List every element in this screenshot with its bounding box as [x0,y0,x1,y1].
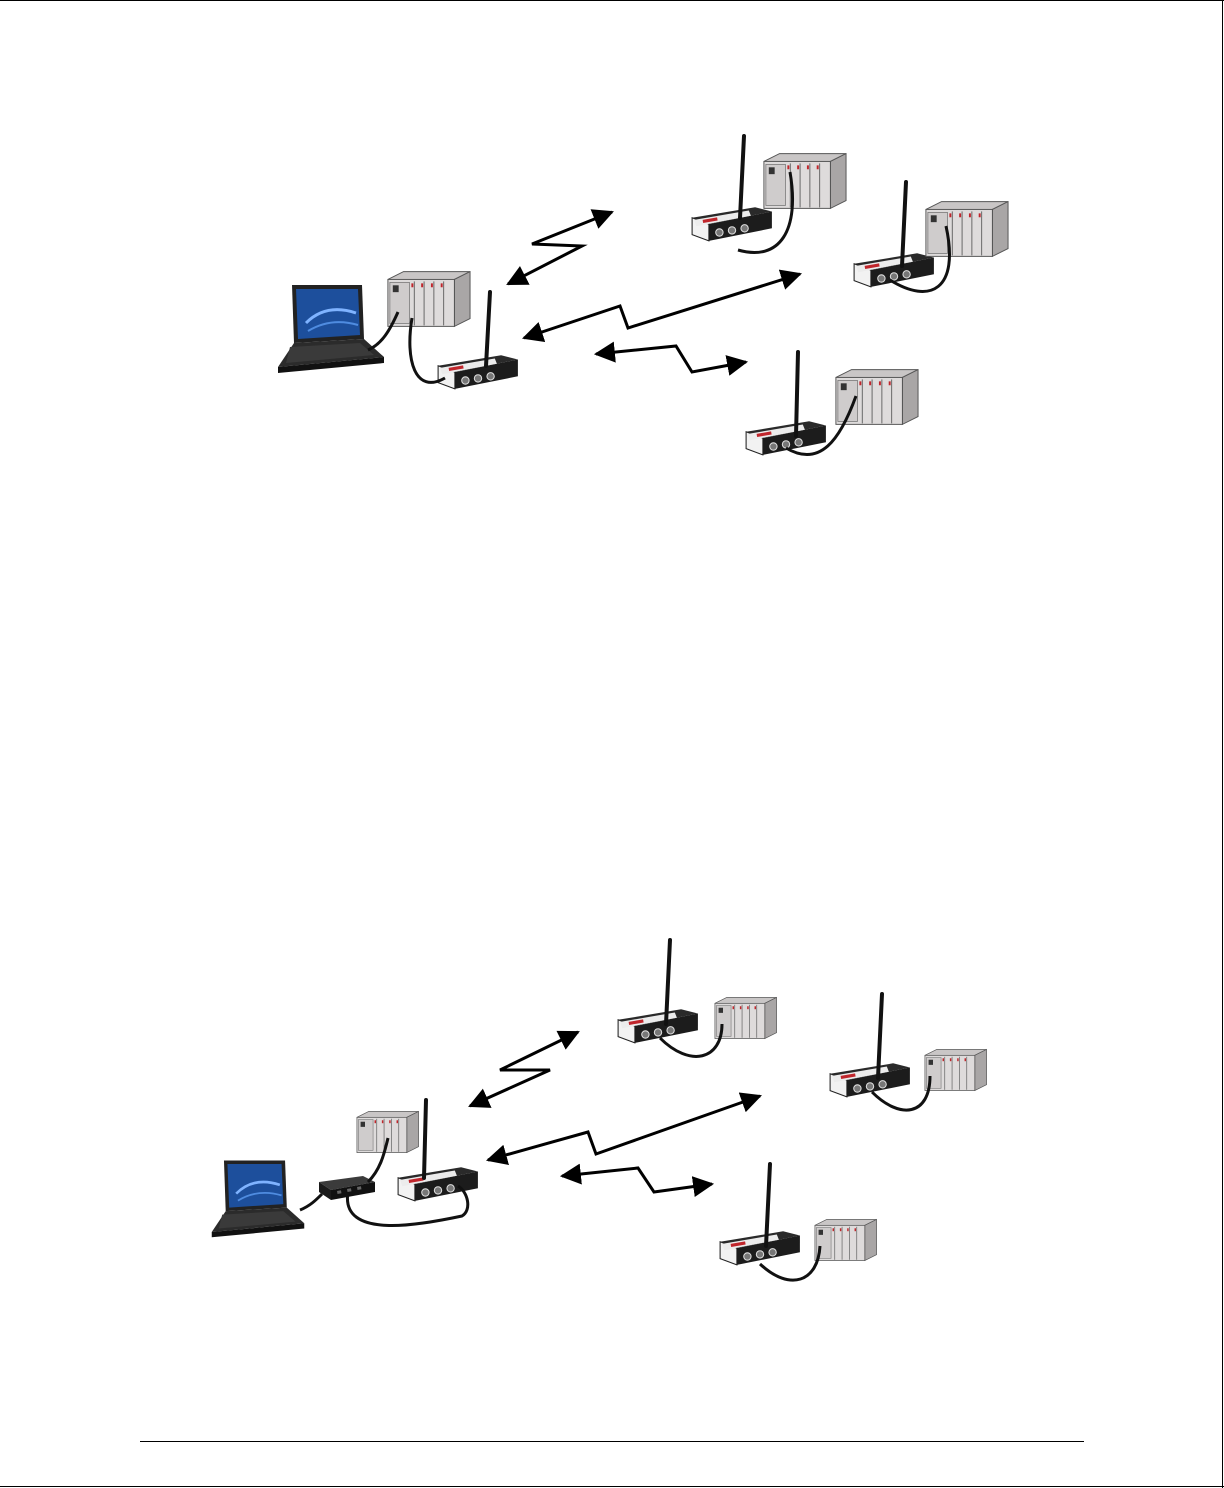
remote-station [720,1164,876,1280]
remote-station [854,182,1008,291]
plc-icon [815,1219,877,1260]
laptop-icon [278,285,384,373]
antenna-icon [796,352,798,436]
wireless-link-arrow-icon [488,1096,760,1160]
wireless-link-arrow-icon [508,212,612,284]
radio-modem-icon [720,1231,800,1265]
wireless-link-arrow-icon [524,274,800,338]
remote-station [618,940,776,1056]
antenna-icon [740,136,744,218]
antenna-icon [424,1100,426,1178]
wireless-link-arrow-icon [470,1032,578,1106]
antenna-icon [486,292,490,366]
network-diagram-top [0,0,1224,520]
plc-icon [357,1111,419,1152]
network-diagram-bottom [0,920,1224,1320]
plc-icon [388,272,470,327]
cable-icon [300,1194,322,1210]
plc-icon [715,997,777,1038]
remote-station [692,136,846,253]
radio-modem-icon [746,421,826,455]
wireless-link-arrow-icon [562,1168,712,1192]
antenna-icon [902,182,906,266]
plc-icon [925,1049,987,1090]
radio-modem-icon [618,1009,698,1043]
remote-station [830,994,986,1110]
footer-rule [140,1441,1084,1442]
wireless-link-arrow-icon [596,346,746,372]
radio-modem-icon [692,207,772,241]
bottom-border-line [0,1486,1224,1487]
plc-icon [926,202,1008,257]
plc-icon [764,154,846,209]
radio-modem-icon [438,355,518,389]
remote-station [746,352,918,455]
laptop-icon [212,1160,305,1237]
radio-modem-icon [830,1063,910,1097]
